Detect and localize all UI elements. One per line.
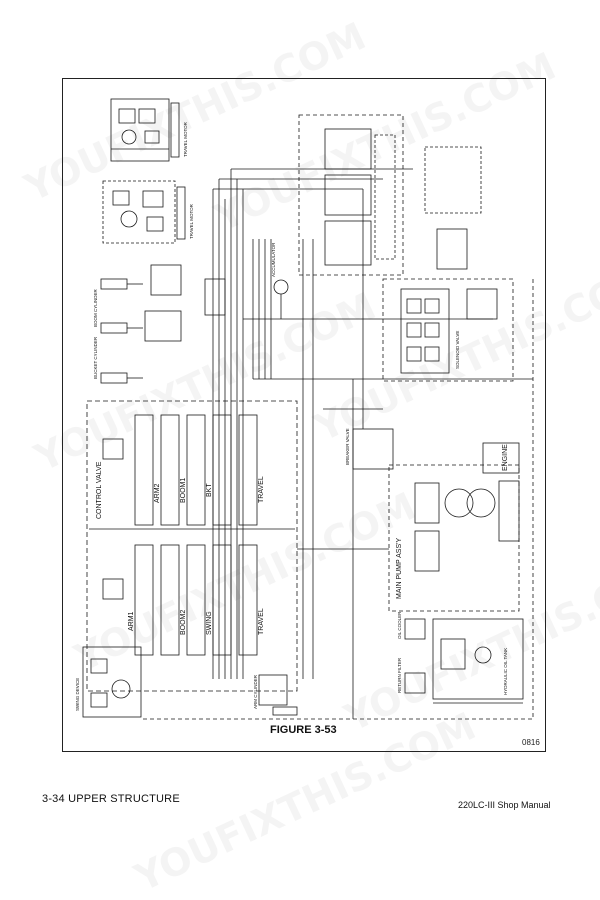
hydraulic-schematic: CONTROL VALVE ARM2 BOOM1 BKT TRAVEL ARM1… bbox=[75, 98, 534, 720]
boom-holding-valve bbox=[150, 264, 182, 296]
boom-cylinder bbox=[100, 278, 143, 384]
breaker-valve-label: BREAKER VALVE bbox=[345, 428, 350, 465]
figure-code: 0816 bbox=[522, 738, 540, 747]
main-pump-label: MAIN PUMP ASS'Y bbox=[396, 538, 403, 599]
travel-motor-r-block bbox=[110, 98, 180, 162]
accumulator bbox=[273, 279, 289, 319]
travel-r-label: TRAVEL bbox=[258, 476, 265, 503]
oil-cooler-label: OIL COOLER bbox=[397, 611, 402, 639]
bkt-label: BKT bbox=[206, 483, 213, 497]
travel-motor-r-label: TRAVEL MOTOR bbox=[183, 121, 188, 157]
travel-l-label: TRAVEL bbox=[258, 608, 265, 635]
boom-cylinder-label: BOOM CYLINDER bbox=[93, 288, 98, 327]
swing-label: SWING bbox=[206, 611, 213, 635]
travel-pilot-block bbox=[436, 228, 468, 270]
figure-caption: FIGURE 3-53 bbox=[270, 724, 337, 736]
footer-page-label: 3-34 UPPER STRUCTURE bbox=[42, 793, 180, 805]
travel-pilot-valve bbox=[424, 146, 482, 214]
shuttle-valve bbox=[204, 278, 226, 316]
schematic-frame: CONTROL VALVE ARM2 BOOM1 BKT TRAVEL ARM1… bbox=[62, 78, 546, 752]
accumulator-label: ACCUMULATOR bbox=[271, 242, 276, 277]
return-filter-label: RETURN FILTER bbox=[397, 657, 402, 693]
boom2-label: BOOM2 bbox=[180, 610, 187, 635]
control-valve bbox=[86, 400, 298, 692]
solenoid-valve-block bbox=[382, 278, 514, 382]
footer-manual-label: 220LC-III Shop Manual bbox=[458, 800, 551, 810]
engine-label: ENGINE bbox=[502, 444, 509, 471]
swing-device bbox=[82, 646, 142, 718]
arm-cylinder bbox=[258, 674, 298, 716]
travel-motor-l-block bbox=[102, 180, 186, 244]
arm2-label: ARM2 bbox=[154, 483, 161, 503]
hydraulic-tank bbox=[404, 618, 524, 704]
hydraulic-tank-label: HYDRAULIC OIL TANK bbox=[503, 648, 508, 695]
solenoid-valve-label: SOLENOID VALVE bbox=[455, 331, 460, 369]
pilot-valve-stack bbox=[298, 114, 404, 276]
swing-device-label: SWING DEVICE bbox=[75, 678, 80, 711]
arm-cylinder-label: ARM CYLINDER bbox=[253, 674, 258, 709]
bucket-cylinder-label: BUCKET CYLINDER bbox=[93, 336, 98, 379]
control-valve-label: CONTROL VALVE bbox=[96, 461, 103, 519]
main-pump-assembly bbox=[388, 442, 520, 612]
breaker-valve bbox=[352, 428, 394, 470]
boom1-label: BOOM1 bbox=[180, 478, 187, 503]
arm-holding-valve bbox=[144, 310, 182, 342]
pilot-lines bbox=[212, 168, 533, 679]
travel-motor-l-label: TRAVEL MOTOR bbox=[189, 203, 194, 239]
arm1-label: ARM1 bbox=[128, 611, 135, 631]
return-lines bbox=[143, 189, 534, 720]
